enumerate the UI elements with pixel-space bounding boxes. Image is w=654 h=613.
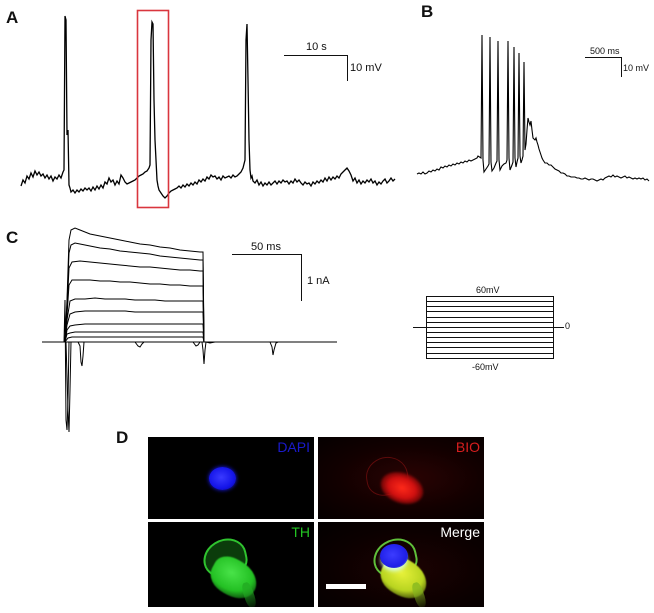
micro-dapi: DAPI [148,437,314,519]
panel-label-d: D [116,428,129,447]
voltage-protocol [413,296,564,359]
micro-label-merge: Merge [440,524,480,540]
scale-bar-a [284,55,348,81]
image-scale-bar [326,584,366,589]
micro-th: TH [148,522,314,607]
scale-bar-b [585,57,622,77]
micro-label-th: TH [291,524,310,540]
scale-c-time: 50 ms [251,241,281,253]
panel-label-a: A [6,8,19,27]
panel-c-traces [42,227,337,433]
panel-label-c: C [6,228,19,247]
scale-b-voltage: 10 mV [623,63,650,73]
micro-bio: BIO [318,437,484,519]
panel-a-trace [20,15,396,199]
scale-bar-c [232,254,302,301]
micro-label-bio: BIO [455,439,480,455]
scale-b-time: 500 ms [590,46,620,56]
micro-label-dapi: DAPI [277,439,310,455]
merge-nucleus [380,544,408,568]
scale-a-time: 10 s [306,41,327,53]
protocol-bottom-label: -60mV [472,362,499,372]
scale-a-voltage: 10 mV [350,62,382,74]
panel-label-b: B [421,2,434,21]
scale-c-current: 1 nA [307,275,330,287]
protocol-zero-label: 0 [565,321,571,331]
dapi-nucleus [209,467,236,490]
highlight-box [136,9,170,209]
micro-merge: Merge [318,522,484,607]
protocol-top-label: 60mV [476,285,500,295]
panel-b-trace [416,34,650,182]
